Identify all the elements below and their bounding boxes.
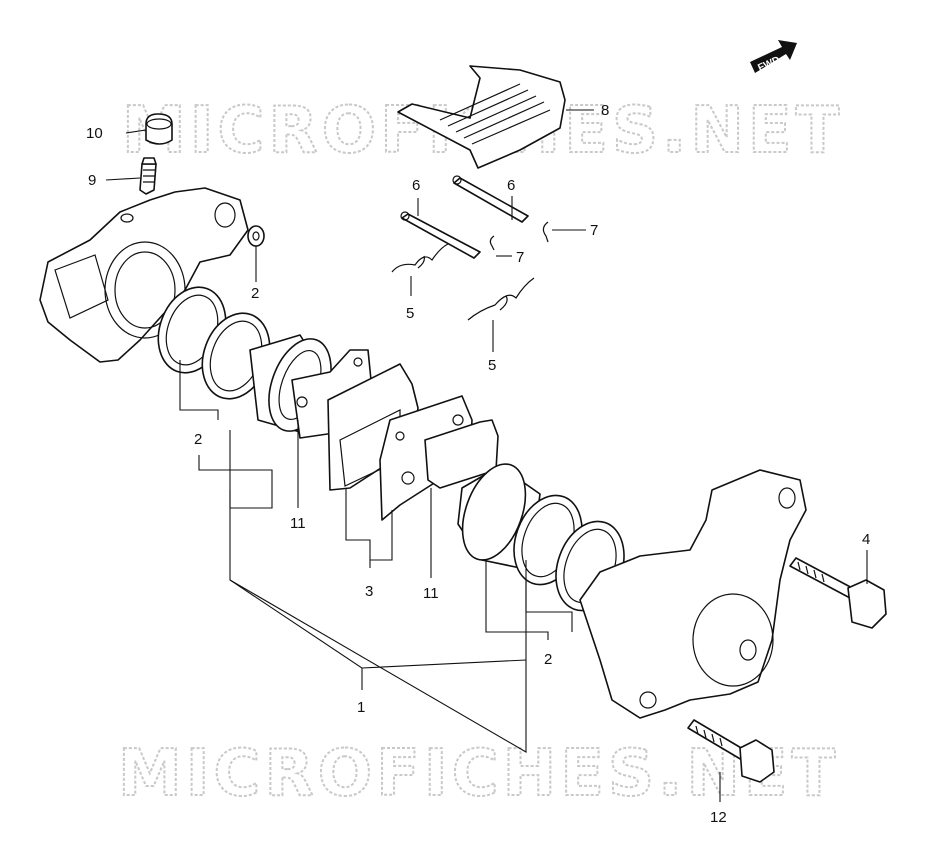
leader-lines: [105, 109, 868, 802]
watermark-bottom: MICROFICHES.NET: [118, 737, 839, 811]
callout-12: 12: [710, 809, 727, 826]
callout-6-right: 6: [507, 177, 515, 194]
bolt-12: [687, 719, 775, 783]
callout-5-upper: 5: [406, 305, 414, 322]
pin-clip-7-left: [489, 235, 495, 251]
callout-2-right: 2: [544, 651, 552, 668]
callout-11-right: 11: [423, 585, 439, 602]
callout-5-lower: 5: [488, 357, 496, 374]
callout-10: 10: [86, 125, 103, 142]
fwd-arrow-icon: FWD: [750, 40, 797, 74]
pin-clip-7-right: [542, 221, 549, 243]
pad-pin-6-left: [400, 211, 481, 259]
callout-7-left: 7: [516, 249, 524, 266]
callout-3: 3: [365, 583, 373, 600]
callout-2-washer: 2: [251, 285, 259, 302]
bolt-4: [789, 557, 887, 629]
pad-spring-5-lower: [467, 277, 535, 321]
callout-8: 8: [601, 102, 609, 119]
pad-shim-11-right: [424, 419, 499, 489]
pad-spring-5-upper: [391, 243, 449, 273]
caliper-half-right: [579, 469, 807, 719]
callout-11-left: 11: [290, 515, 306, 532]
callout-1: 1: [357, 699, 365, 716]
callout-9: 9: [88, 172, 96, 189]
caliper-half-left: [39, 187, 249, 363]
bleeder-valve-9: [139, 157, 157, 195]
pad-pin-6-right: [452, 175, 529, 223]
callout-2-left: 2: [194, 431, 202, 448]
callout-4: 4: [862, 531, 870, 548]
washer-2: [247, 225, 265, 247]
bleeder-cap-10: [145, 113, 173, 145]
callout-7-right: 7: [590, 222, 598, 239]
callout-6-left: 6: [412, 177, 420, 194]
pad-spring-8: [397, 65, 566, 169]
